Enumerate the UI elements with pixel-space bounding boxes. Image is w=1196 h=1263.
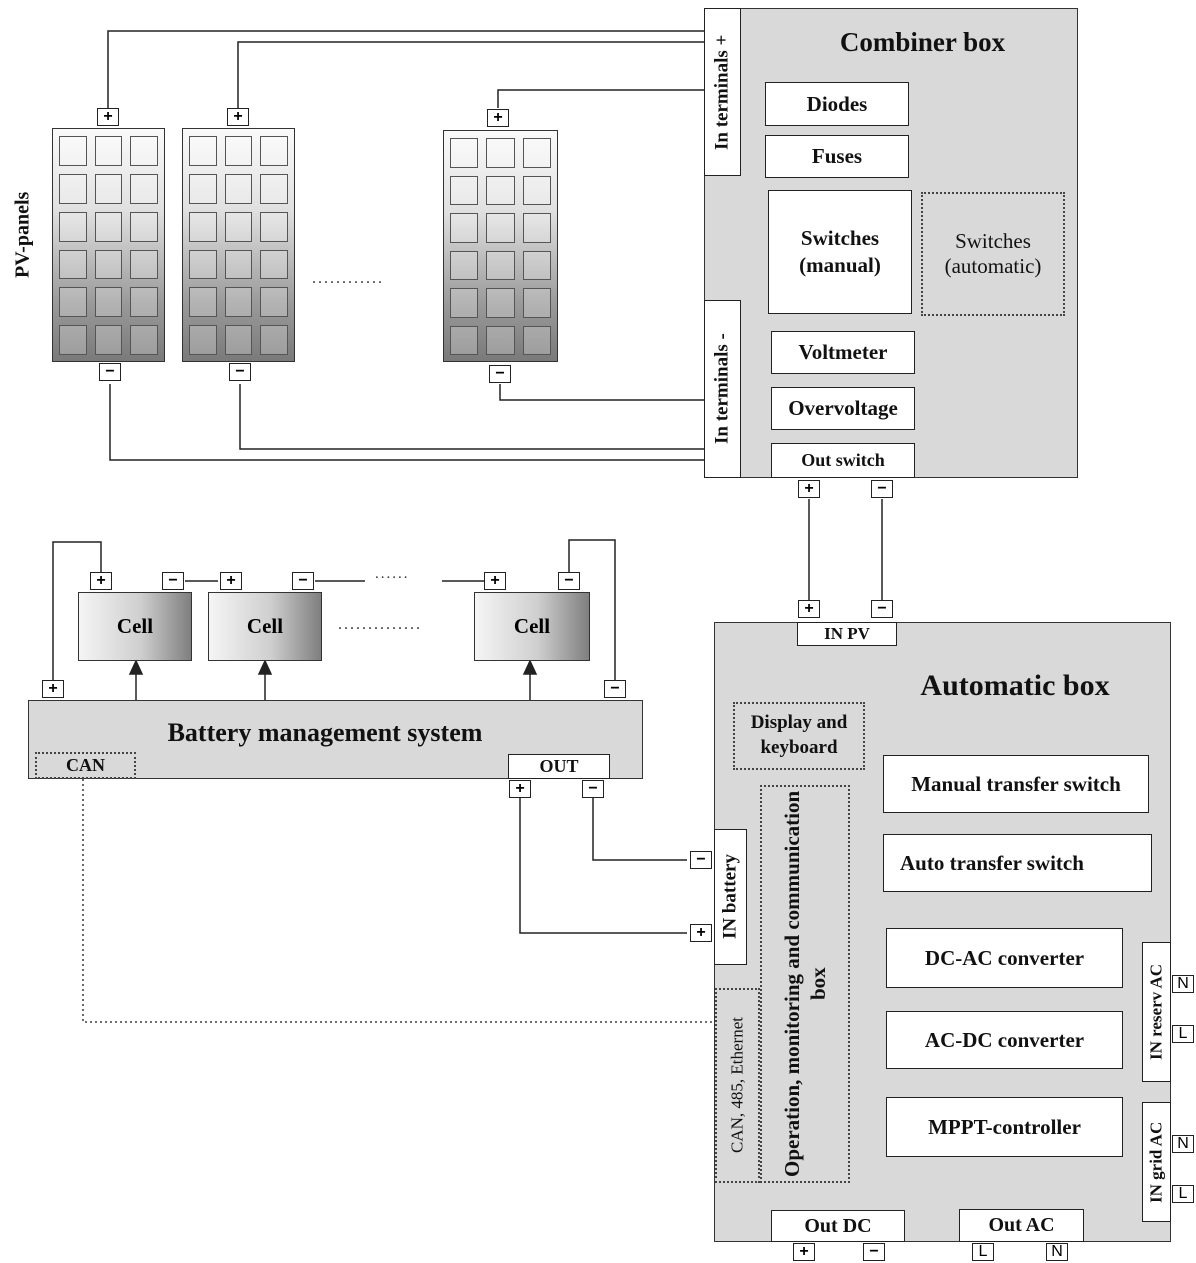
pv1-minus-terminal: − bbox=[99, 363, 121, 381]
pv2-minus-terminal: − bbox=[229, 363, 251, 381]
arrow-celln bbox=[522, 659, 538, 675]
bms-out-port: OUT bbox=[508, 754, 610, 779]
in-pv-port: IN PV bbox=[797, 622, 897, 646]
in-reserv-ac-port: IN reserv AC bbox=[1142, 942, 1171, 1082]
out-switch-block: Out switch bbox=[771, 443, 915, 478]
operation-monitoring-box: Operation, monitoring and communication … bbox=[760, 785, 850, 1183]
automatic-title: Automatic box bbox=[920, 669, 1110, 702]
wire-can-dotted bbox=[82, 779, 714, 1023]
wire-pv1-minus bbox=[109, 384, 704, 461]
wire-bms-out-plus bbox=[519, 798, 687, 934]
out-dc-plus: + bbox=[793, 1243, 815, 1261]
reserv-n-terminal: N bbox=[1172, 975, 1194, 993]
auto-transfer-switch: Auto transfer switch bbox=[883, 834, 1152, 892]
out-dc-minus: − bbox=[863, 1243, 885, 1261]
mppt-controller: MPPT-controller bbox=[886, 1097, 1123, 1157]
battery-cell-2: Cell bbox=[208, 592, 322, 661]
celln-plus: + bbox=[484, 572, 506, 590]
cell2-plus: + bbox=[220, 572, 242, 590]
switches-manual-block: Switches (manual) bbox=[768, 190, 912, 314]
switches-automatic-block: Switches (automatic) bbox=[921, 192, 1065, 316]
battery-ellipsis-mid: .............. bbox=[338, 616, 422, 633]
combiner-title: Combiner box bbox=[839, 26, 1006, 57]
arrow-cell2 bbox=[257, 659, 273, 675]
wire-celln-bms-minus bbox=[568, 539, 616, 680]
out-dc-port: Out DC bbox=[771, 1210, 905, 1242]
wire-bms-plus-to-cell1 bbox=[52, 541, 102, 680]
pv-panel-n bbox=[443, 130, 558, 362]
pv-panel-1 bbox=[52, 128, 165, 362]
in-terminals-plus: In terminals + bbox=[704, 8, 741, 176]
combiner-out-minus: − bbox=[871, 480, 893, 498]
grid-n-terminal: N bbox=[1172, 1135, 1194, 1153]
out-ac-l: L bbox=[972, 1243, 994, 1261]
combiner-out-plus: + bbox=[798, 480, 820, 498]
battery-ellipsis-top: ...... bbox=[375, 566, 410, 582]
pv3-minus-terminal: − bbox=[489, 365, 511, 383]
bms-plus-terminal: + bbox=[42, 680, 64, 698]
bms-title: Battery management system bbox=[167, 718, 483, 747]
voltmeter-block: Voltmeter bbox=[771, 331, 915, 374]
pv-ellipsis: ............ bbox=[312, 270, 384, 287]
out-ac-n: N bbox=[1046, 1243, 1068, 1261]
pv1-plus-terminal: + bbox=[97, 108, 119, 126]
battery-cell-n: Cell bbox=[474, 592, 590, 661]
manual-transfer-switch: Manual transfer switch bbox=[883, 755, 1149, 813]
bms-minus-terminal: − bbox=[604, 680, 626, 698]
in-battery-plus: + bbox=[690, 924, 712, 942]
wire-pv3-plus bbox=[497, 89, 704, 108]
reserv-l-terminal: L bbox=[1172, 1025, 1194, 1043]
fuses-block: Fuses bbox=[765, 135, 909, 178]
diodes-block: Diodes bbox=[765, 82, 909, 126]
wire-pv2-plus bbox=[237, 41, 704, 108]
bms-out-minus: − bbox=[582, 780, 604, 798]
in-grid-ac-port: IN grid AC bbox=[1142, 1102, 1171, 1222]
in-battery-port: IN battery bbox=[714, 829, 747, 965]
grid-l-terminal: L bbox=[1172, 1185, 1194, 1203]
dc-ac-converter: DC-AC converter bbox=[886, 928, 1123, 988]
ac-dc-converter: AC-DC converter bbox=[886, 1011, 1123, 1069]
pv2-plus-terminal: + bbox=[227, 108, 249, 126]
celln-minus: − bbox=[558, 572, 580, 590]
battery-cell-1: Cell bbox=[78, 592, 192, 661]
wire-pv1-plus bbox=[107, 30, 704, 108]
bms-can-port: CAN bbox=[35, 752, 136, 779]
display-keyboard-block: Display and keyboard bbox=[733, 702, 865, 770]
wire-bms-out-minus bbox=[592, 798, 687, 861]
comm-ports-block: CAN, 485, Ethernet bbox=[715, 988, 760, 1183]
overvoltage-block: Overvoltage bbox=[771, 387, 915, 430]
pv-panels-label: PV-panels bbox=[11, 191, 34, 279]
pv3-plus-terminal: + bbox=[487, 109, 509, 127]
wire-pv2-minus bbox=[239, 384, 704, 450]
arrow-cell1 bbox=[128, 659, 144, 675]
bms-out-plus: + bbox=[509, 780, 531, 798]
out-ac-port: Out AC bbox=[959, 1209, 1084, 1242]
in-battery-minus: − bbox=[690, 851, 712, 869]
cell1-minus: − bbox=[162, 572, 184, 590]
cell2-minus: − bbox=[292, 572, 314, 590]
in-pv-minus: − bbox=[871, 600, 893, 618]
wire-pv3-minus bbox=[499, 384, 704, 401]
pv-panel-2 bbox=[182, 128, 295, 362]
in-terminals-minus: In terminals - bbox=[704, 300, 741, 478]
cell1-plus: + bbox=[90, 572, 112, 590]
in-pv-plus: + bbox=[798, 600, 820, 618]
